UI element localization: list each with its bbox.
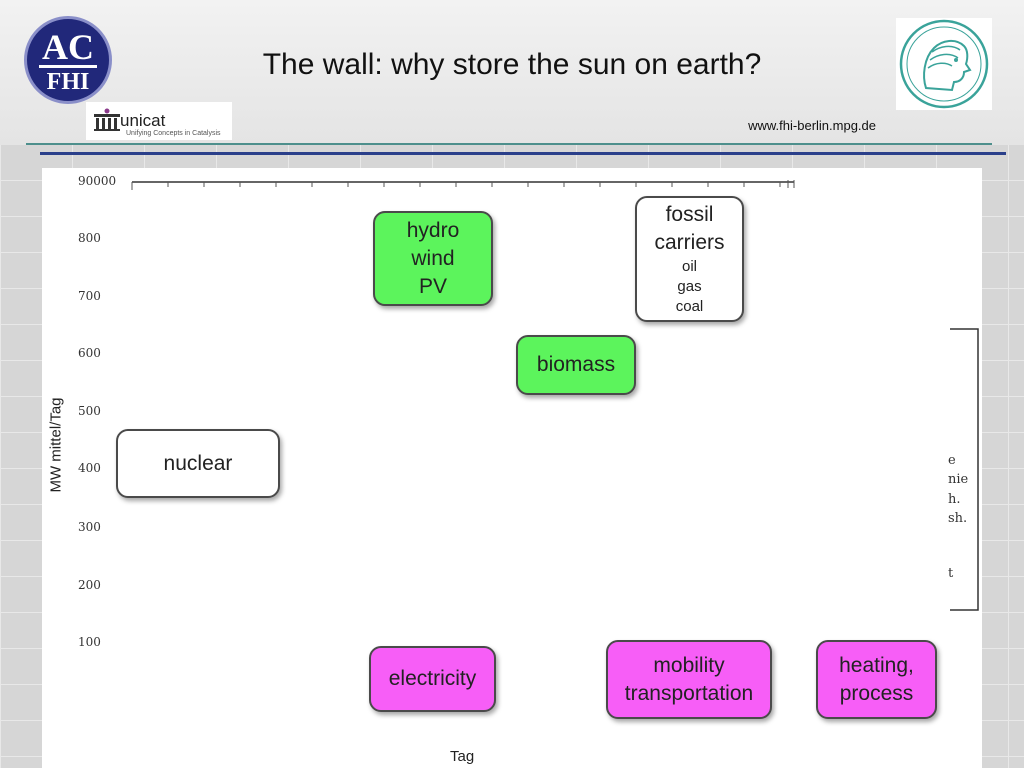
legend-fragment: h.	[948, 492, 961, 507]
unicat-name: unicat	[120, 111, 166, 130]
y-tick-label: 600	[78, 346, 101, 360]
y-tick-label: 300	[78, 520, 101, 534]
node-line: heating,	[839, 653, 914, 677]
node-subline: oil	[681, 258, 697, 275]
node-line: wind	[411, 246, 455, 270]
node-line: carriers	[654, 231, 725, 254]
y-axis-label: MW mittel/Tag	[47, 397, 65, 493]
y-tick-label: 400	[78, 461, 101, 475]
minerva-logo	[896, 18, 992, 110]
electricity-node: electricity	[369, 646, 496, 712]
x-axis-label: Tag	[450, 748, 475, 765]
legend-fragment: nie	[948, 472, 969, 487]
heating-process-node: heating, process	[816, 640, 937, 719]
legend-fragment: t	[948, 566, 954, 581]
acfhi-logo-line1: AC	[42, 27, 94, 67]
legend-fragment: sh.	[948, 511, 968, 526]
unicat-building-icon	[94, 108, 120, 131]
nuclear-node: nuclear	[116, 429, 280, 498]
slide-header: AC FHI The wall: why store the sun on ea…	[0, 0, 1024, 145]
slide-title: The wall: why store the sun on earth?	[262, 48, 762, 81]
node-line: PV	[418, 274, 447, 298]
unicat-logo: unicat Unifying Concepts in Catalysis	[86, 102, 232, 140]
acfhi-logo-line2: FHI	[46, 69, 90, 95]
y-tick-label: 90000	[78, 174, 117, 188]
header-rule-blue	[40, 152, 1006, 155]
y-tick-label: 100	[78, 635, 101, 649]
minerva-logo-graphic	[899, 19, 989, 109]
fossil-carriers-node: fossil carriers oil gas coal	[635, 196, 744, 322]
node-line: hydro	[406, 218, 460, 242]
node-line: biomass	[536, 353, 616, 376]
biomass-node: biomass	[516, 335, 636, 395]
node-line: nuclear	[163, 451, 233, 475]
node-line: fossil	[665, 203, 714, 226]
renewables-node: hydro wind PV	[373, 211, 493, 306]
node-line: process	[839, 681, 914, 705]
header-rule-teal	[26, 143, 992, 145]
mobility-transportation-node: mobility transportation	[606, 640, 772, 719]
y-tick-label: 700	[78, 289, 101, 303]
unicat-tagline: Unifying Concepts in Catalysis	[126, 130, 221, 137]
acfhi-logo: AC FHI	[24, 16, 112, 104]
node-line: transportation	[624, 681, 754, 705]
node-line: electricity	[388, 667, 477, 690]
node-subline: gas	[677, 278, 702, 295]
y-tick-label: 200	[78, 578, 101, 592]
legend-bracket	[950, 328, 979, 611]
y-tick-label: 500	[78, 404, 101, 418]
node-line: mobility	[653, 653, 725, 677]
node-subline: coal	[675, 298, 704, 315]
website-url: www.fhi-berlin.mpg.de	[748, 118, 876, 133]
acfhi-logo-bar	[39, 65, 97, 68]
y-tick-label: 800	[78, 231, 101, 245]
top-axis-ticks	[131, 180, 795, 190]
legend-fragment: e	[948, 453, 956, 468]
